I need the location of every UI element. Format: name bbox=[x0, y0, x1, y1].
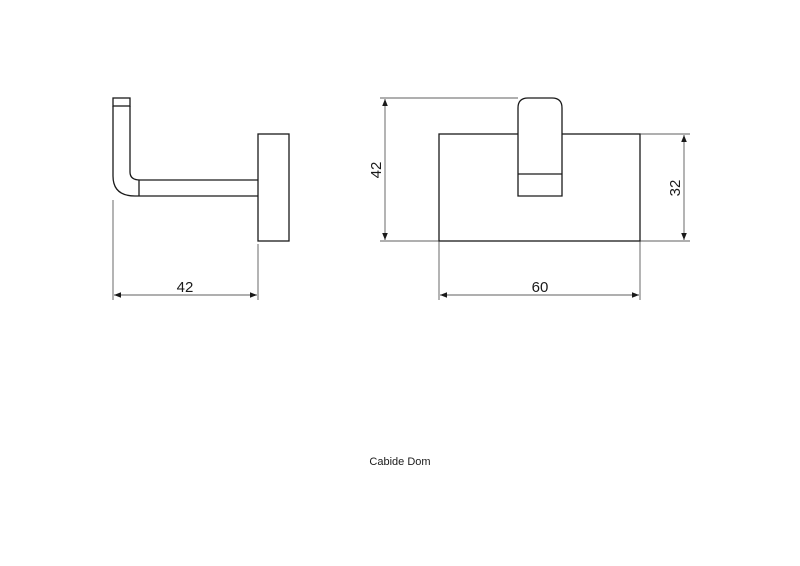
width-dimension-label: 60 bbox=[532, 279, 549, 296]
hook-arm-inner bbox=[129, 106, 258, 181]
drawing-caption: Cabide Dom bbox=[369, 456, 431, 468]
depth-dimension-label: 42 bbox=[177, 279, 194, 296]
front-view: 42 32 60 bbox=[368, 97, 690, 300]
hook-front bbox=[517, 97, 563, 197]
hook-tip bbox=[112, 97, 131, 107]
wall-mount bbox=[257, 133, 290, 242]
plate-height-dimension-label: 32 bbox=[667, 180, 684, 197]
side-view: 42 bbox=[112, 97, 290, 300]
height-dimension-label: 42 bbox=[368, 162, 385, 179]
hook-arm-outer bbox=[112, 106, 258, 197]
